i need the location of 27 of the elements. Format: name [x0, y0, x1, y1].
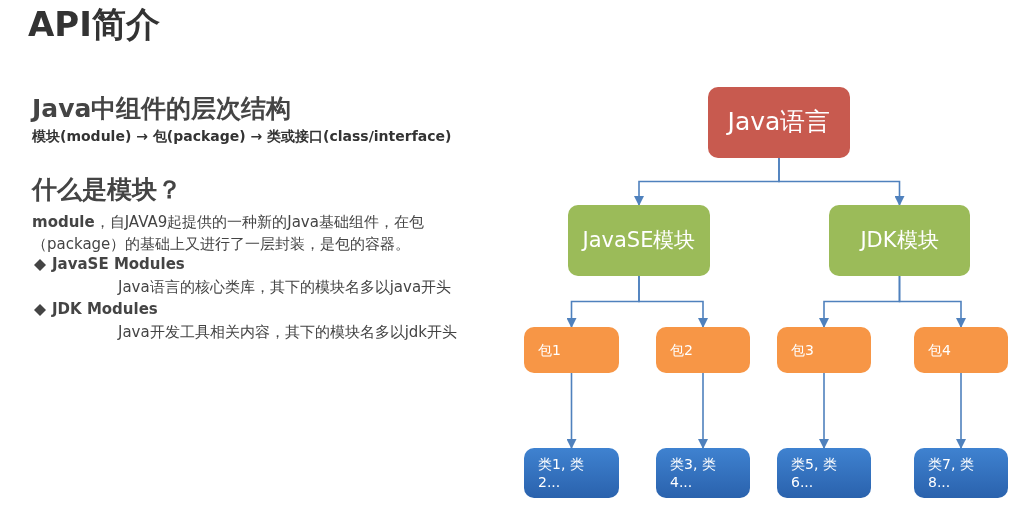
arrow: [819, 372, 829, 449]
arrow: [778, 157, 905, 206]
title-box: Java语言: [708, 87, 850, 158]
slide-title: API简介: [28, 3, 160, 46]
module-box: JDK模块: [829, 205, 970, 276]
arrow: [898, 275, 966, 328]
arrow: [566, 372, 577, 449]
bullet-item: JDK Modules: [52, 300, 158, 318]
arrow: [956, 372, 966, 449]
section-heading: Java中组件的层次结构: [32, 93, 292, 125]
arrow: [638, 275, 708, 328]
bullet-item: JavaSE Modules: [52, 255, 185, 273]
class-box: 类1, 类2...: [524, 448, 619, 498]
class-box: 类5, 类6...: [777, 448, 871, 498]
bullet-description: Java语言的核心类库，其下的模块名多以java开头: [118, 278, 452, 297]
module-box: JavaSE模块: [568, 205, 710, 276]
arrow: [698, 372, 708, 449]
class-box: 类7, 类8...: [914, 448, 1008, 498]
hierarchy-line: 模块(module) → 包(package) → 类或接口(class/interface): [32, 128, 452, 146]
bullet-description: Java开发工具相关内容，其下的模块名多以jdk开头: [118, 323, 458, 342]
package-box: 包2: [656, 327, 750, 373]
package-box: 包4: [914, 327, 1008, 373]
package-box: 包1: [524, 327, 619, 373]
class-box: 类3, 类4...: [656, 448, 750, 498]
package-box: 包3: [777, 327, 871, 373]
paragraph: module，自JAVA9起提供的一种新的Java基础组件，在包（package）的基础上又进行了一层封装，是包的容器。: [32, 212, 425, 255]
section-heading: 什么是模块？: [32, 174, 182, 206]
